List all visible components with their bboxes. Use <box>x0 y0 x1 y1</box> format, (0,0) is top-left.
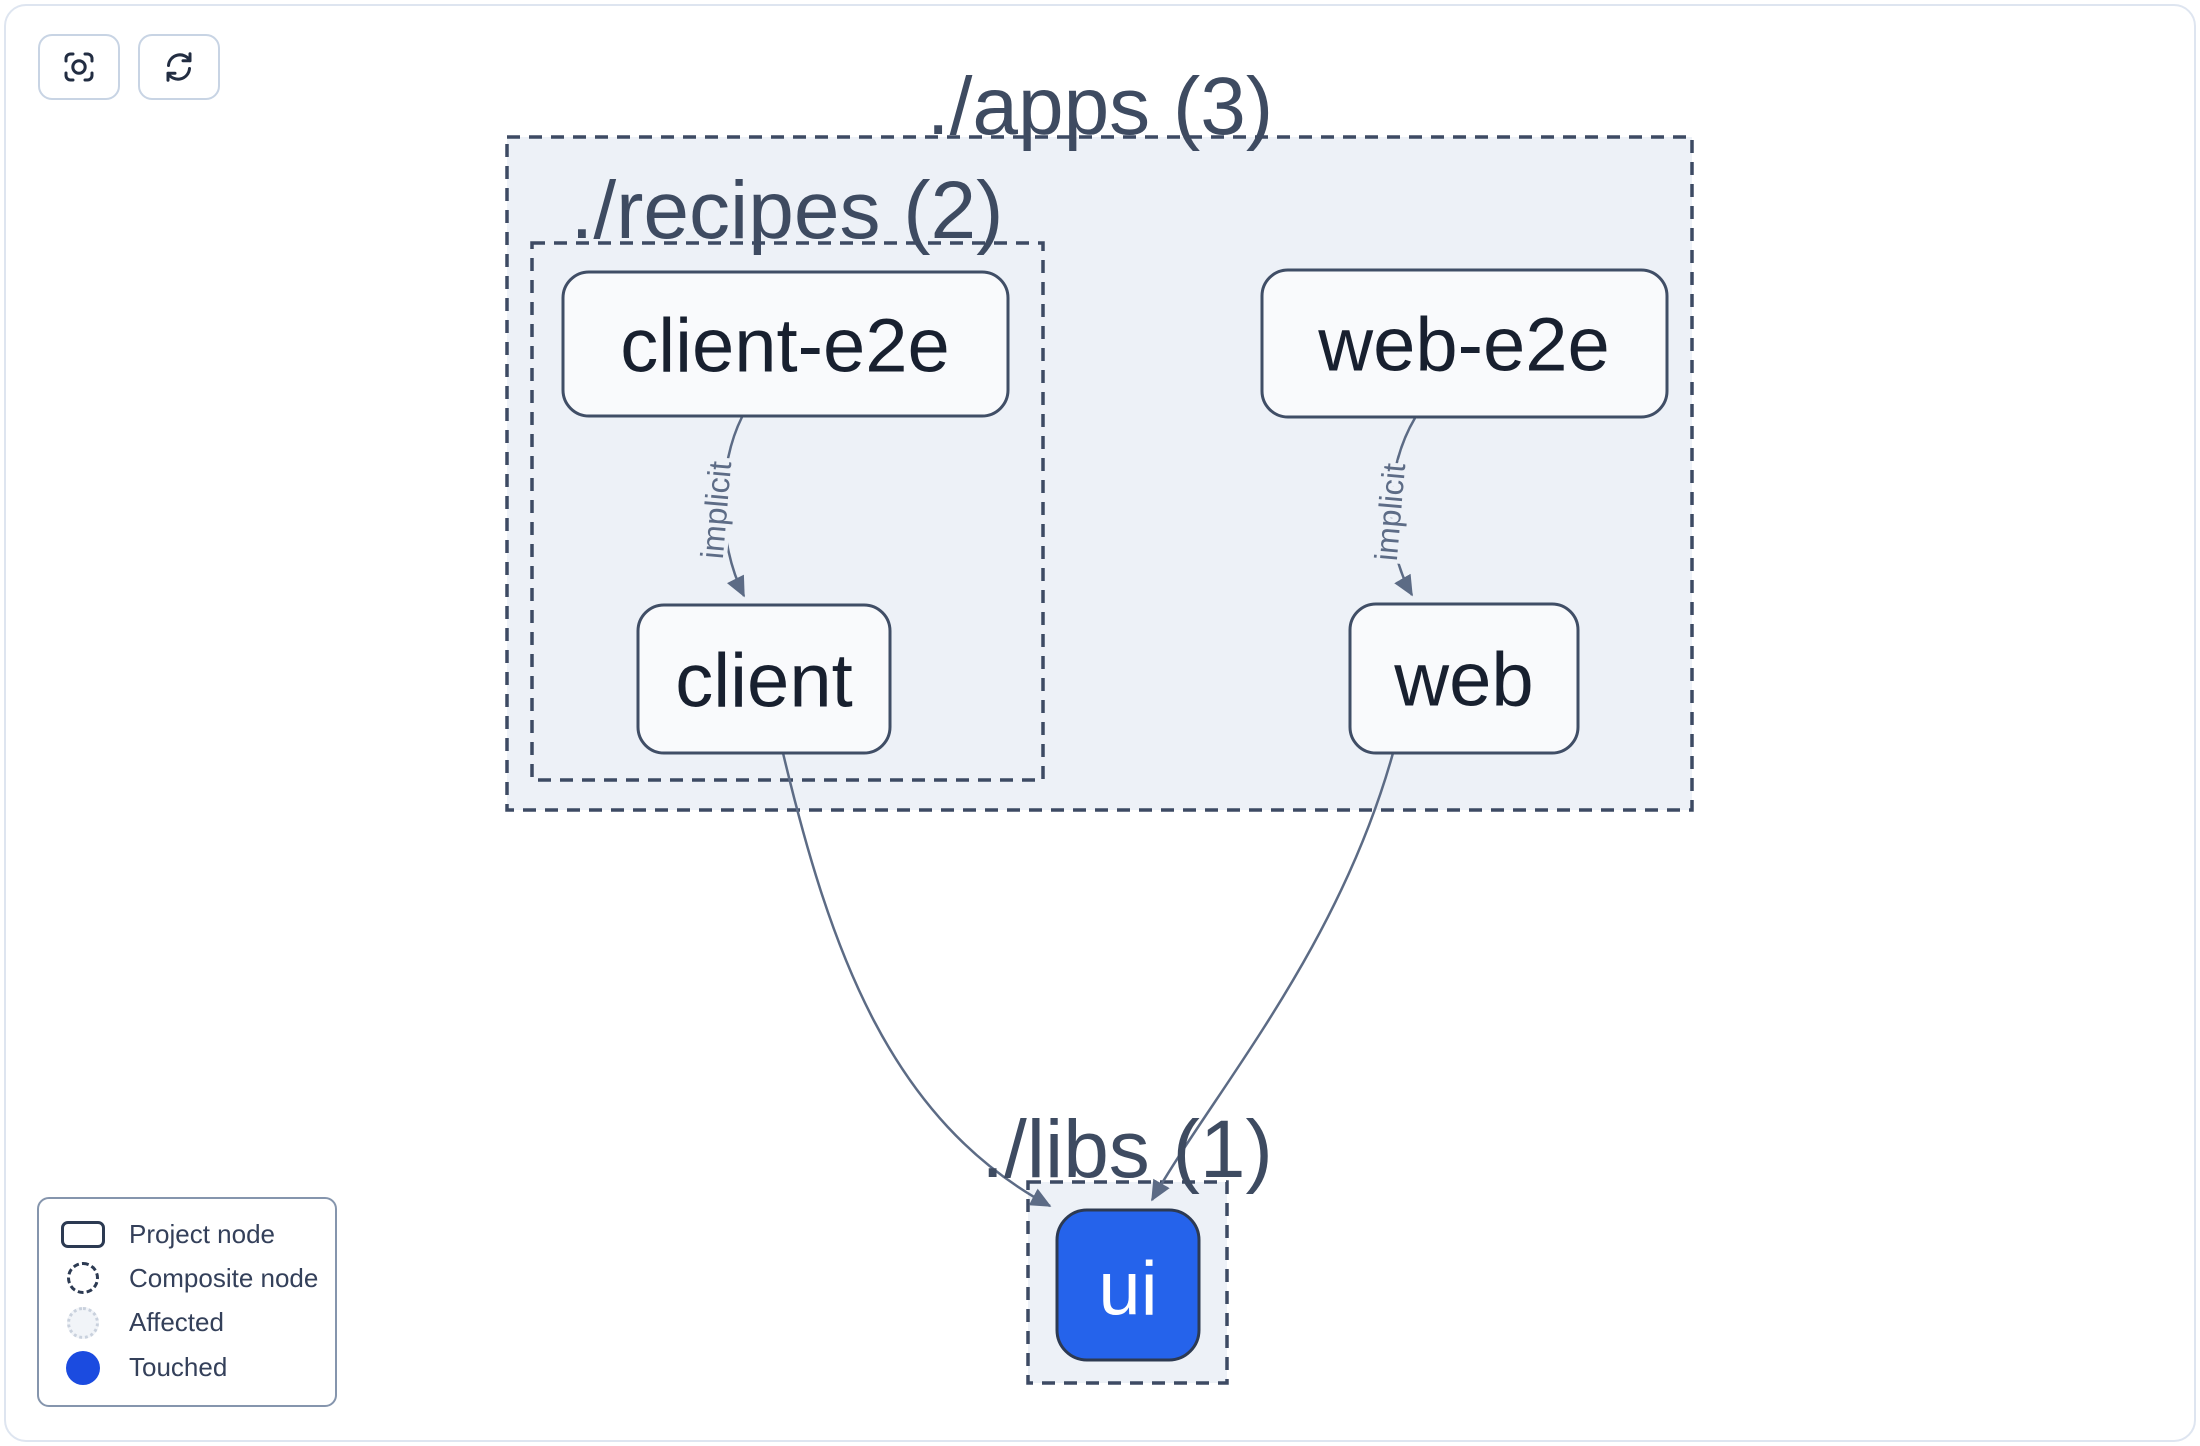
node-label-ui: ui <box>1098 1247 1157 1332</box>
node-label-web-e2e: web-e2e <box>1317 303 1610 388</box>
node-client-e2e[interactable]: client-e2e <box>561 270 1010 418</box>
container-label-apps: ./apps (3) <box>927 61 1273 152</box>
refresh-button[interactable] <box>138 34 220 100</box>
node-label-web: web <box>1393 638 1533 723</box>
project-node-icon <box>61 1221 105 1249</box>
composite-node-icon <box>67 1262 99 1295</box>
legend-label: Project node <box>129 1219 275 1250</box>
node-label-client-e2e: client-e2e <box>620 304 950 389</box>
container-label-recipes: ./recipes (2) <box>571 165 1004 256</box>
legend-label: Touched <box>129 1352 228 1383</box>
node-web-e2e[interactable]: web-e2e <box>1260 268 1669 419</box>
edge-client-to-ui[interactable] <box>781 752 1052 1208</box>
edge-web-e2e-to-web[interactable] <box>1389 417 1417 597</box>
legend-item-project-node: Project node <box>59 1219 315 1250</box>
edge-web-to-ui[interactable] <box>1150 752 1395 1202</box>
graph-legend: Project node Composite node Affected Tou… <box>37 1197 337 1407</box>
node-label-client: client <box>675 639 852 724</box>
node-web[interactable]: web <box>1348 602 1580 755</box>
node-client[interactable]: client <box>636 603 892 755</box>
legend-item-composite-node: Composite node <box>59 1262 319 1295</box>
graph-toolbar <box>38 34 220 100</box>
affected-node-icon <box>67 1306 99 1339</box>
focus-button[interactable] <box>38 34 120 100</box>
container-label-libs: ./libs (1) <box>981 1104 1273 1195</box>
node-ui-touched[interactable]: ui <box>1055 1208 1201 1362</box>
legend-label: Composite node <box>129 1262 319 1293</box>
legend-item-affected: Affected <box>59 1306 315 1339</box>
focus-icon <box>61 49 97 85</box>
touched-node-icon <box>66 1350 100 1385</box>
edge-client-e2e-to-client[interactable] <box>722 416 746 598</box>
edge-label-implicit-left: implicit <box>694 460 738 561</box>
legend-label: Affected <box>129 1307 224 1338</box>
refresh-icon <box>161 49 197 85</box>
legend-item-touched: Touched <box>59 1350 315 1385</box>
